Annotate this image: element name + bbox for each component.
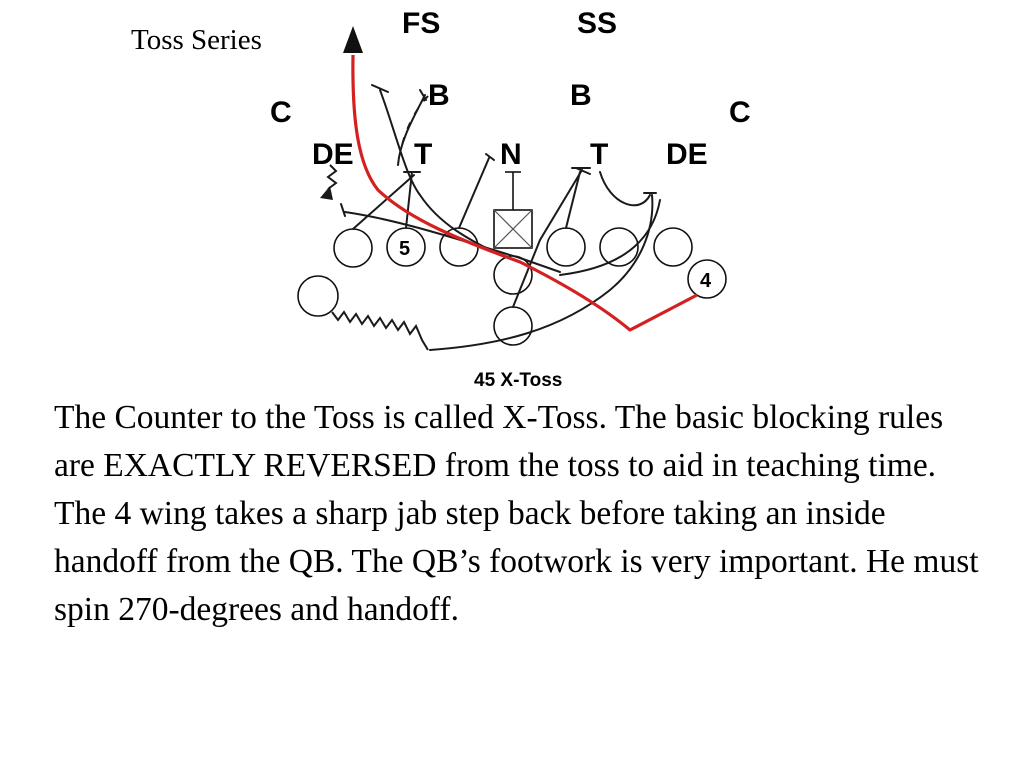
player-wing-4 bbox=[687, 259, 727, 299]
ball-carrier-path bbox=[351, 54, 698, 332]
player-right-tackle bbox=[599, 227, 639, 267]
play-name: 45 X-Toss bbox=[474, 370, 562, 391]
defender-nose: N bbox=[500, 138, 522, 171]
ball-carrier-arrowhead bbox=[343, 26, 363, 53]
defender-corner-right: C bbox=[729, 96, 751, 129]
player-right-end bbox=[653, 227, 693, 267]
defender-backer-left: B bbox=[428, 79, 450, 112]
player-left-end bbox=[333, 228, 373, 268]
backer-route-dashed bbox=[400, 95, 429, 151]
defender-de-right: DE bbox=[666, 138, 708, 171]
defender-fs: FS bbox=[402, 7, 440, 40]
zigzag-motion bbox=[331, 310, 429, 351]
player-fullback bbox=[493, 306, 533, 346]
defender-corner-left: C bbox=[270, 96, 292, 129]
blocking-paths bbox=[340, 84, 661, 351]
slide-title: Toss Series bbox=[131, 24, 262, 56]
center-x-mark bbox=[493, 209, 533, 249]
de-left-squiggle bbox=[326, 164, 338, 190]
defender-tackle-left: T bbox=[414, 138, 432, 171]
defender-tackle-right: T bbox=[590, 138, 608, 171]
defender-de-left: DE bbox=[312, 138, 354, 171]
player-back-5-label: 5 bbox=[399, 238, 410, 260]
defender-backer-right: B bbox=[570, 79, 592, 112]
center-block bbox=[505, 171, 521, 210]
player-left-halfback bbox=[297, 275, 339, 317]
slide-body-text: The Counter to the Toss is called X-Toss… bbox=[54, 399, 979, 628]
player-wing-4-label: 4 bbox=[700, 270, 712, 292]
de-left-arrow bbox=[320, 186, 333, 200]
play-diagram: FS SS C C B B DE DE T T N 5 4 bbox=[270, 7, 751, 391]
player-right-guard bbox=[546, 227, 586, 267]
defender-ss: SS bbox=[577, 7, 617, 40]
